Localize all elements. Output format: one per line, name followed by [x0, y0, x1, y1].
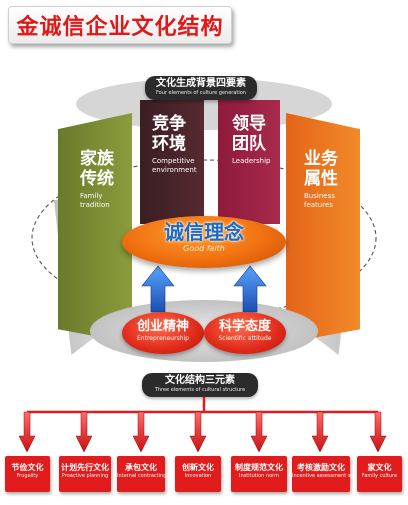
sub-culture-title: 节俭文化 — [11, 463, 44, 472]
pillar-comp-subtitle: Competitive environment — [152, 157, 197, 174]
pillar-comp-title-1: 竞争 — [152, 114, 186, 134]
sub-culture-title: 考核激励文化 — [297, 463, 345, 472]
sub-culture-frugality: 节俭文化 Frugality — [5, 456, 50, 492]
sub-culture-subtitle: Frugality — [16, 473, 39, 479]
sub-culture-subtitle: Institution norm — [239, 473, 279, 479]
pillar-lead-title-2: 团队 — [232, 134, 266, 154]
entrepreneurship-title: 创业精神 — [136, 319, 189, 334]
pillar-biz-title-1: 业务 — [304, 149, 338, 169]
title-box: 金诚信企业文化结构 — [8, 6, 232, 44]
entrepreneurship-ellipse: 创业精神 Entrepreneurship — [122, 312, 204, 354]
pillar-biz-subtitle: Business features — [304, 192, 335, 209]
arrow-down-icon-6 — [311, 411, 329, 453]
sub-culture-incentive-assessment: 考核激励文化 Incentive assessment system — [292, 456, 366, 492]
pillar-family-title-1: 家族 — [80, 149, 114, 169]
entrepreneurship-subtitle: Entrepreneurship — [137, 335, 189, 342]
mid-banner-title: 文化结构三元素 — [165, 375, 235, 386]
pillar-family-subtitle: Family tradition — [80, 192, 110, 209]
arrow-down-icon-2 — [75, 411, 93, 453]
sub-culture-title: 承包文化 — [125, 463, 157, 472]
arrow-down-icon-7 — [369, 411, 387, 453]
arrow-down-icon-5 — [250, 411, 268, 453]
sub-culture-title: 制度规范文化 — [235, 463, 283, 472]
arrow-down-icon-4 — [189, 411, 207, 453]
sub-culture-subtitle: Proactive planning — [61, 473, 109, 479]
sub-culture-subtitle: Family culture — [361, 473, 398, 479]
pillar-family-tradition: 家族 传统 Family tradition — [58, 113, 132, 343]
arrow-down-icon-3 — [132, 411, 150, 453]
core-title: 诚信理念 — [164, 220, 244, 244]
sub-culture-internal-contracting: 承包文化 Internal contracting — [117, 456, 167, 492]
diagram-title: 金诚信企业文化结构 — [16, 15, 224, 40]
sub-culture-subtitle: Innovation — [184, 473, 212, 479]
top-banner: 文化生成背景四要素 Four elements of culture gener… — [145, 76, 257, 100]
pillar-leadership: 领导 团队 Leadership — [218, 100, 280, 224]
sub-culture-subtitle: Internal contracting — [117, 473, 167, 479]
pillar-competitive-environment: 竞争 环境 Competitive environment — [140, 100, 204, 224]
sub-culture-title: 创新文化 — [182, 463, 214, 472]
sub-culture-institution-norm: 制度规范文化 Institution norm — [231, 456, 287, 492]
sub-culture-subtitle: Incentive assessment system — [292, 473, 366, 479]
arrow-down-icon-1 — [18, 411, 36, 453]
pillar-lead-subtitle: Leadership — [232, 157, 271, 165]
sub-culture-innovation: 创新文化 Innovation — [175, 456, 221, 492]
pillar-comp-title-2: 环境 — [152, 134, 186, 154]
pillar-lead-title-1: 领导 — [232, 114, 266, 134]
mid-banner-subtitle: Three elements of cultural structure — [154, 387, 246, 393]
scientific-attitude-ellipse: 科学态度 Scientific attitude — [204, 312, 286, 354]
pillar-business-features: 业务 属性 Business features — [286, 113, 360, 343]
sub-culture-title: 计划先行文化 — [61, 463, 109, 472]
scientific-attitude-title: 科学态度 — [218, 319, 271, 334]
scientific-attitude-subtitle: Scientific attitude — [218, 335, 272, 342]
sub-culture-proactive-planning: 计划先行文化 Proactive planning — [59, 456, 111, 492]
core-subtitle: Good faith — [183, 244, 225, 253]
pillar-biz-title-2: 属性 — [304, 169, 338, 189]
top-banner-subtitle: Four elements of culture generation — [155, 90, 247, 96]
pillar-family-title-2: 传统 — [80, 169, 114, 189]
mid-banner: 文化结构三元素 Three elements of cultural struc… — [142, 373, 258, 397]
sub-culture-title: 家文化 — [367, 463, 392, 472]
sub-culture-family-culture: 家文化 Family culture — [357, 456, 402, 492]
core-good-faith: 诚信理念 Good faith — [122, 216, 286, 268]
top-banner-title: 文化生成背景四要素 — [156, 78, 246, 89]
